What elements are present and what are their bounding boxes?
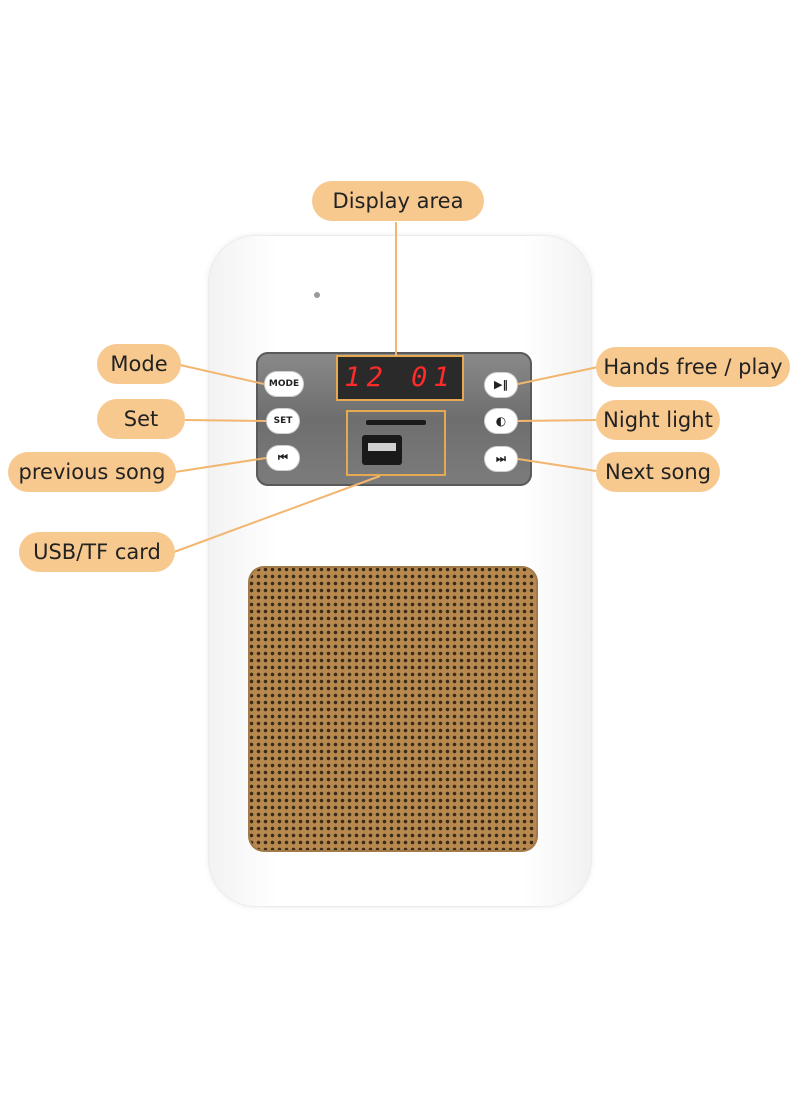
previous-song-button[interactable]: ⏮ xyxy=(266,445,300,471)
callout-set: Set xyxy=(97,399,185,439)
set-button[interactable]: SET xyxy=(266,408,300,434)
mode-button[interactable]: MODE xyxy=(264,371,304,397)
next-song-button[interactable]: ⏭ xyxy=(484,446,518,472)
callout-display-area: Display area xyxy=(312,181,484,221)
leader-night-light xyxy=(517,419,597,422)
callout-mode: Mode xyxy=(97,344,181,384)
callout-previous-song: previous song xyxy=(8,452,176,492)
callout-usb-tf-card: USB/TF card xyxy=(19,532,175,572)
night-light-button[interactable]: ◐ xyxy=(484,408,518,434)
leader-hands-free-play xyxy=(517,366,599,385)
leader-usb-tf-card xyxy=(173,475,381,553)
usb-tf-highlight xyxy=(346,410,446,476)
speaker-grille xyxy=(248,566,538,852)
leader-set xyxy=(184,419,267,422)
leader-mode xyxy=(179,364,265,385)
usb-port-contact xyxy=(368,443,396,451)
callout-night-light: Night light xyxy=(596,400,720,440)
microphone-hole xyxy=(314,292,320,298)
callout-hands-free-play: Hands free / play xyxy=(596,347,790,387)
tf-card-slot xyxy=(366,420,426,425)
hands-free-play-button[interactable]: ▶‖ xyxy=(484,372,518,398)
led-display: 12 01 xyxy=(336,355,464,401)
leader-next-song xyxy=(517,458,597,472)
leader-previous-song xyxy=(174,457,267,473)
callout-next-song: Next song xyxy=(596,452,720,492)
